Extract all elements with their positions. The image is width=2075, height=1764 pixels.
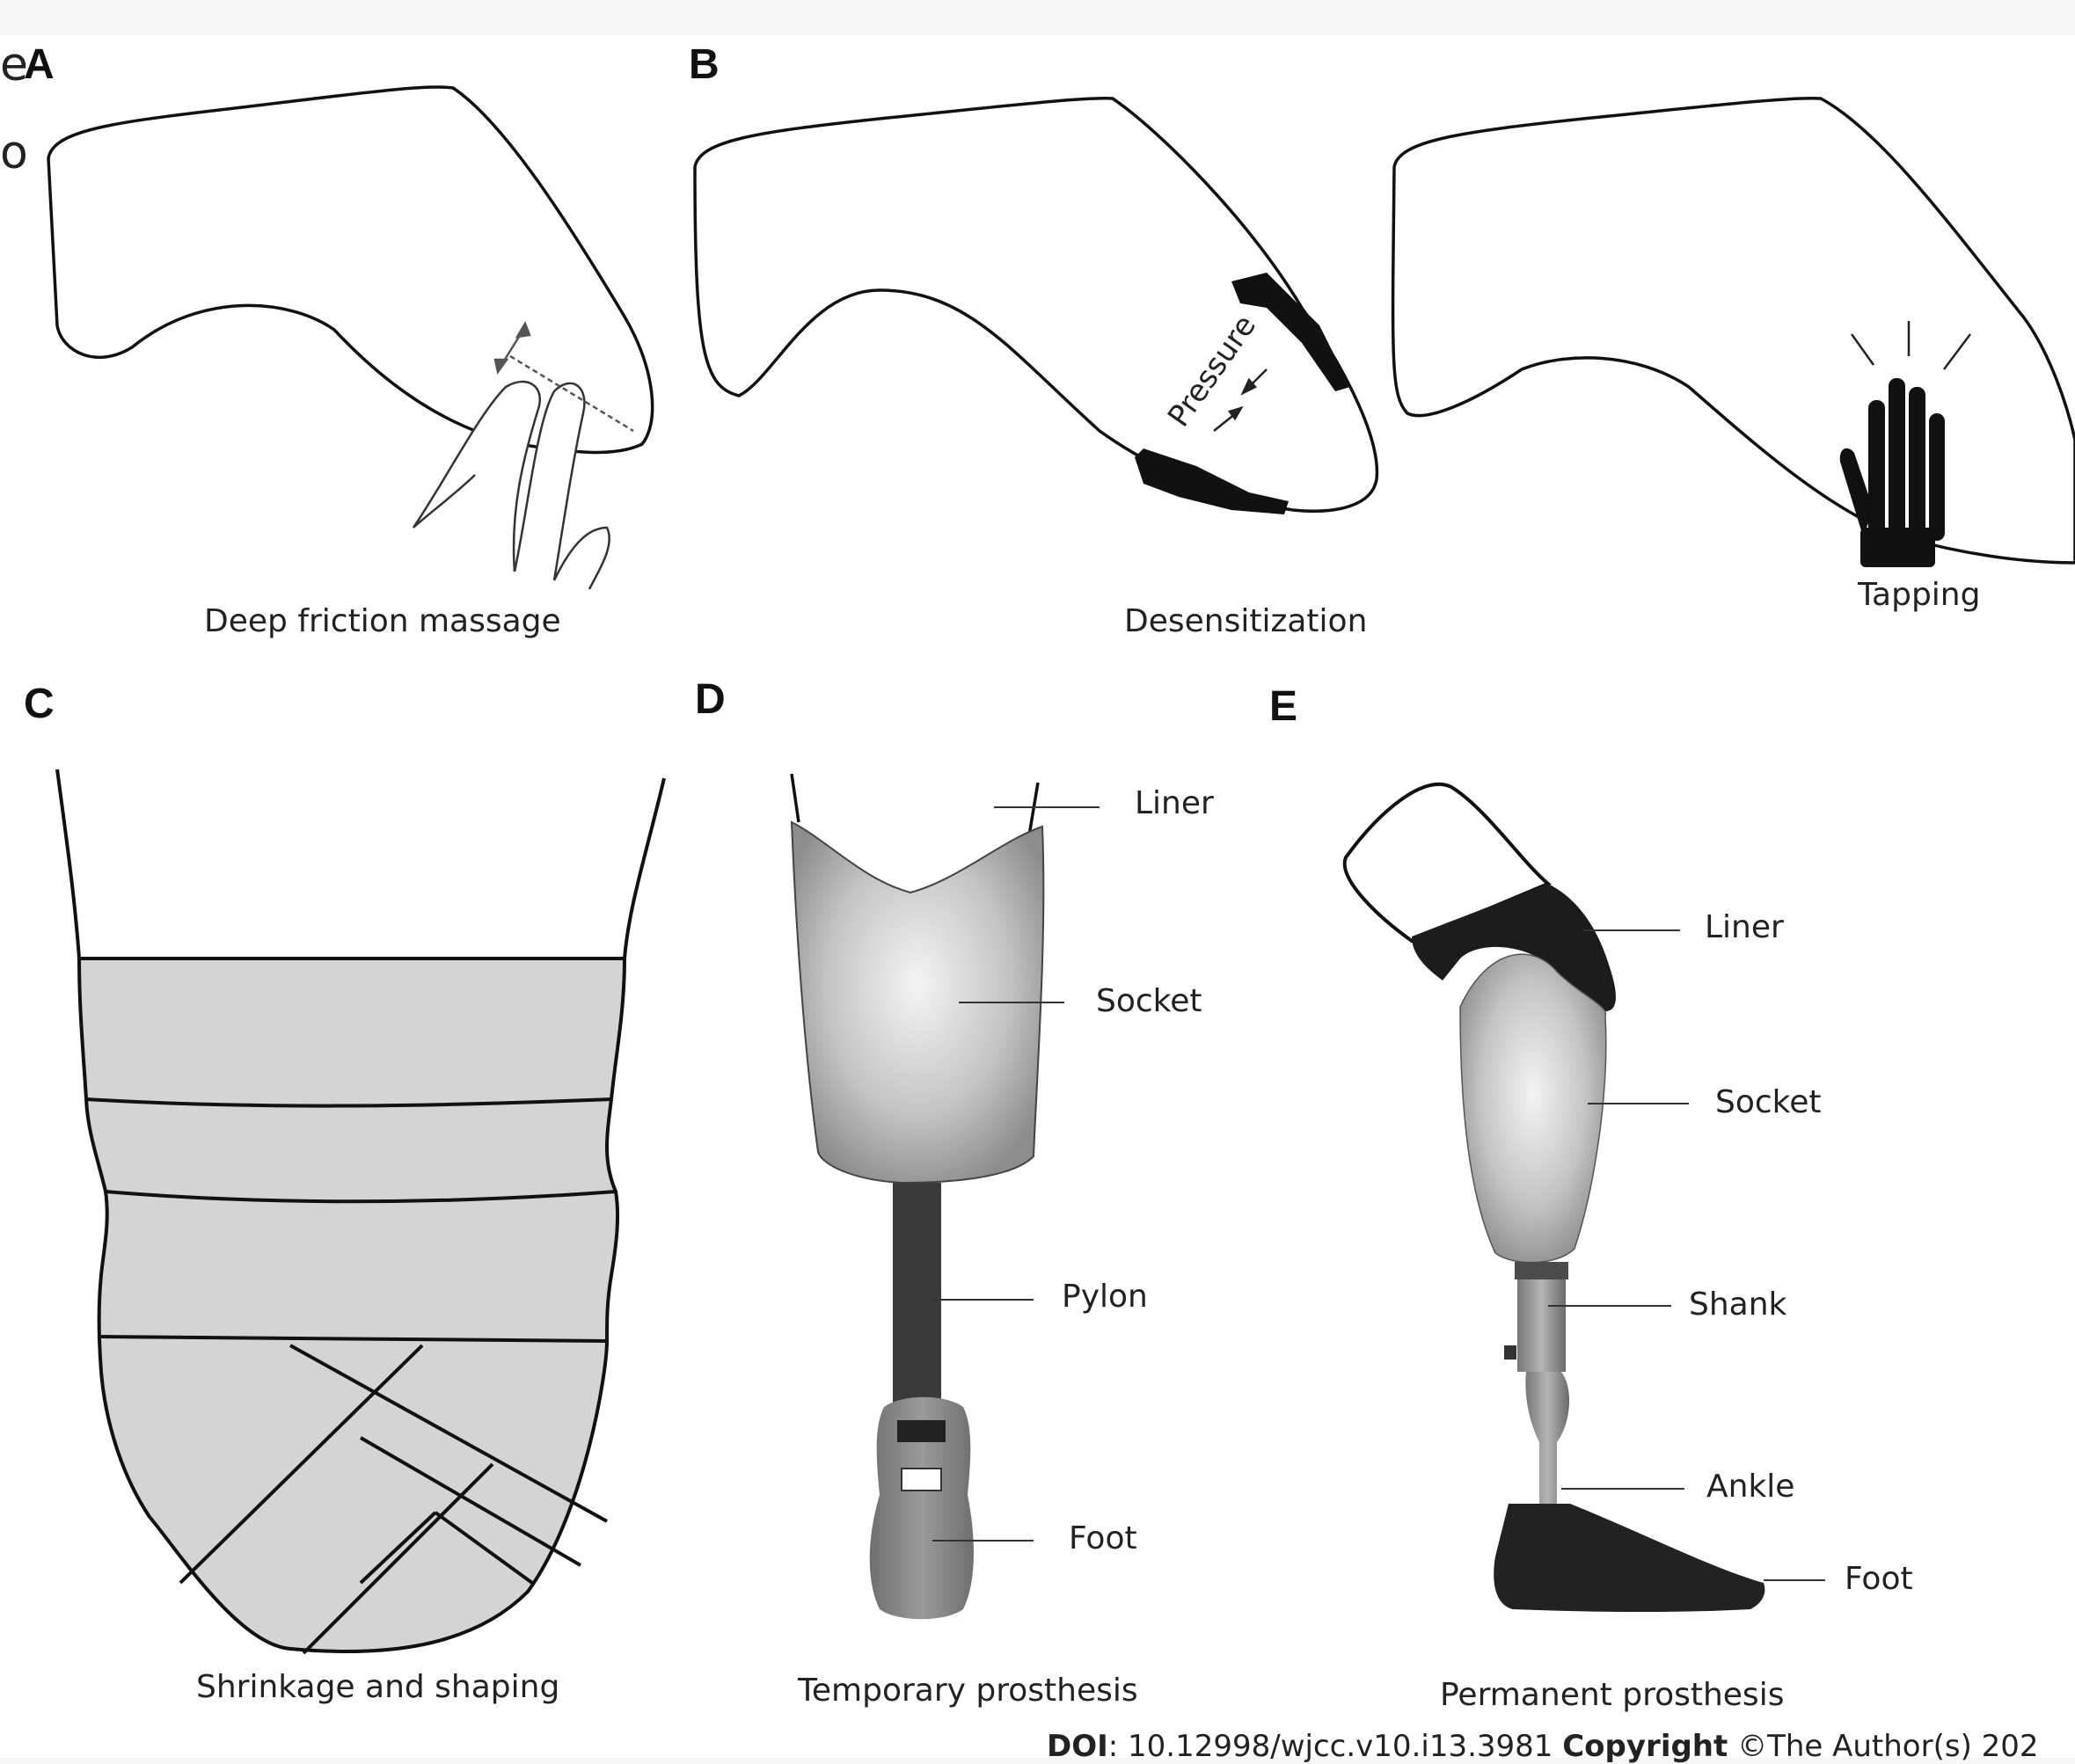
panel-letter-a: A — [24, 40, 55, 89]
label-permanent-ankle: Ankle — [1706, 1469, 1794, 1505]
caption-desensitization: Desensitization — [1124, 603, 1367, 639]
panel-letter-b: B — [689, 40, 720, 89]
copyright-value: ©The Author(s) 202 — [1728, 1729, 2038, 1764]
label-permanent-shank: Shank — [1689, 1287, 1786, 1323]
doi-label: DOI — [1047, 1729, 1108, 1764]
label-permanent-liner: Liner — [1705, 909, 1784, 945]
copyright-label: Copyright — [1562, 1729, 1728, 1764]
permanent-socket — [1460, 954, 1606, 1263]
label-permanent-socket: Socket — [1715, 1084, 1822, 1120]
label-tapping: Tapping — [1858, 577, 1980, 613]
caption-permanent-prosthesis: Permanent prosthesis — [1440, 1677, 1784, 1713]
label-temporary-liner: Liner — [1135, 785, 1214, 821]
panel-letter-e: E — [1269, 682, 1297, 731]
label-temporary-pylon: Pylon — [1062, 1279, 1148, 1315]
panel-letter-d: D — [695, 675, 726, 724]
caption-shrinkage-and-shaping: Shrinkage and shaping — [196, 1669, 559, 1705]
label-temporary-socket: Socket — [1096, 983, 1202, 1019]
doi-value: : 10.12998/wjcc.v10.i13.3981 — [1108, 1729, 1553, 1764]
label-permanent-foot: Foot — [1845, 1561, 1913, 1597]
caption-deep-friction-massage: Deep friction massage — [204, 603, 561, 639]
panel-letter-c: C — [24, 680, 55, 728]
doi-footer: DOI: 10.12998/wjcc.v10.i13.3981 Copyrigh… — [1047, 1729, 2039, 1764]
label-temporary-foot: Foot — [1069, 1520, 1137, 1556]
caption-temporary-prosthesis: Temporary prosthesis — [798, 1673, 1138, 1709]
cut-text-line-2: o — [0, 130, 28, 176]
